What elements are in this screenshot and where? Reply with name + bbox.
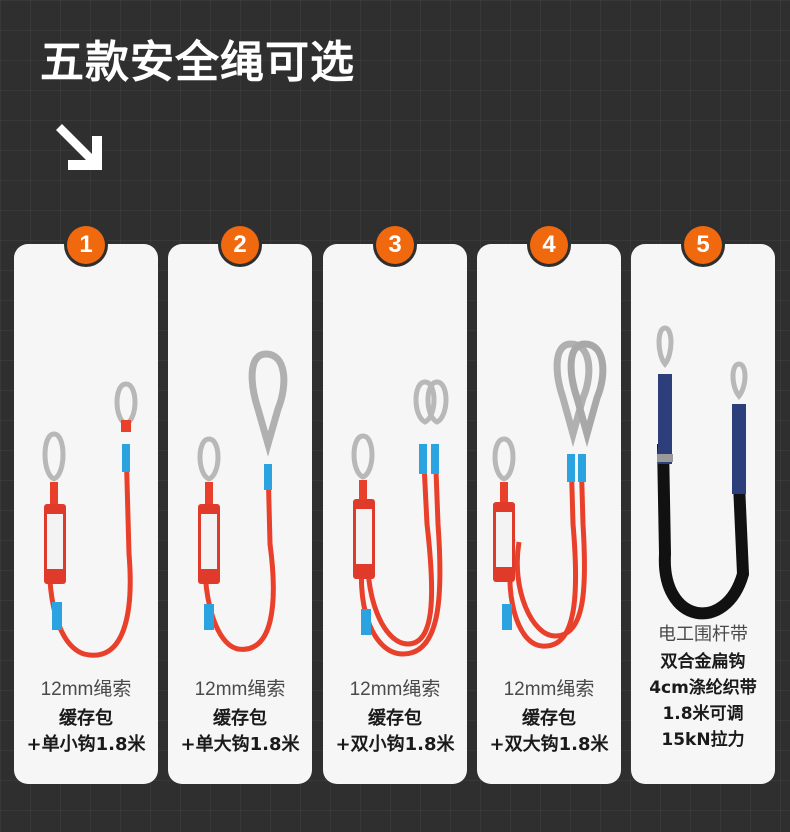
rope-spec: 12mm绳索 [349,679,441,700]
rope-spec: 12mm绳索 [40,679,132,700]
arrow-down-right-icon [56,124,102,170]
product-card-4[interactable]: 4 12mm绳索 缓存包 +双大钩1.8米 [477,226,621,784]
description-line-4: 15kN拉力 [661,730,745,750]
product-number-badge: 1 [67,226,105,264]
description-line-1: 双合金扁钩 [660,652,746,672]
product-description: 缓存包 +双小钩1.8米 [323,706,467,758]
description-line-2: 4cm涤纶织带 [649,678,757,698]
rope-spec: 12mm绳索 [194,679,286,700]
product-description: 缓存包 +单大钩1.8米 [168,706,312,758]
product-number-badge: 2 [221,226,259,264]
description-line-1: 缓存包 [368,708,422,729]
product-number-badge: 4 [530,226,568,264]
product-card-1[interactable]: 1 12mm绳索 缓存包 +单小钩1.8米 [14,226,158,784]
safety-rope-small-hook-image [42,381,138,658]
product-description: 缓存包 +双大钩1.8米 [477,706,621,758]
description-line-2: +单小钩1.8米 [26,734,146,755]
safety-rope-double-small-hook-image [351,379,449,657]
safety-rope-double-large-hook-image [492,340,607,649]
product-type: 电工围杆带 [658,624,748,644]
description-line-1: 缓存包 [213,708,267,729]
description-line-2: +双大钩1.8米 [489,734,609,755]
product-card-3[interactable]: 3 12mm绳索 缓存包 +双小钩1.8米 [323,226,467,784]
description-line-1: 缓存包 [59,708,113,729]
safety-rope-large-hook-image [197,350,288,652]
product-card-2[interactable]: 2 12mm绳索 缓存包 +单大钩1.8米 [168,226,312,784]
rope-spec: 12mm绳索 [503,679,595,700]
description-line-2: +双小钩1.8米 [335,734,455,755]
page-title: 五款安全绳可选 [40,37,355,88]
description-line-3: 1.8米可调 [662,704,744,724]
product-number-badge: 5 [684,226,722,264]
product-card-5[interactable]: 5 电工围杆带 双合金扁钩 4cm涤纶织带 1.8米可调 15kN拉力 [631,226,775,784]
product-description: 双合金扁钩 4cm涤纶织带 1.8米可调 15kN拉力 [631,649,775,753]
description-line-1: 缓存包 [522,708,576,729]
product-description: 缓存包 +单小钩1.8米 [14,706,158,758]
product-number-badge: 3 [376,226,414,264]
description-line-2: +单大钩1.8米 [180,734,300,755]
pole-climbing-belt-image [656,325,750,620]
